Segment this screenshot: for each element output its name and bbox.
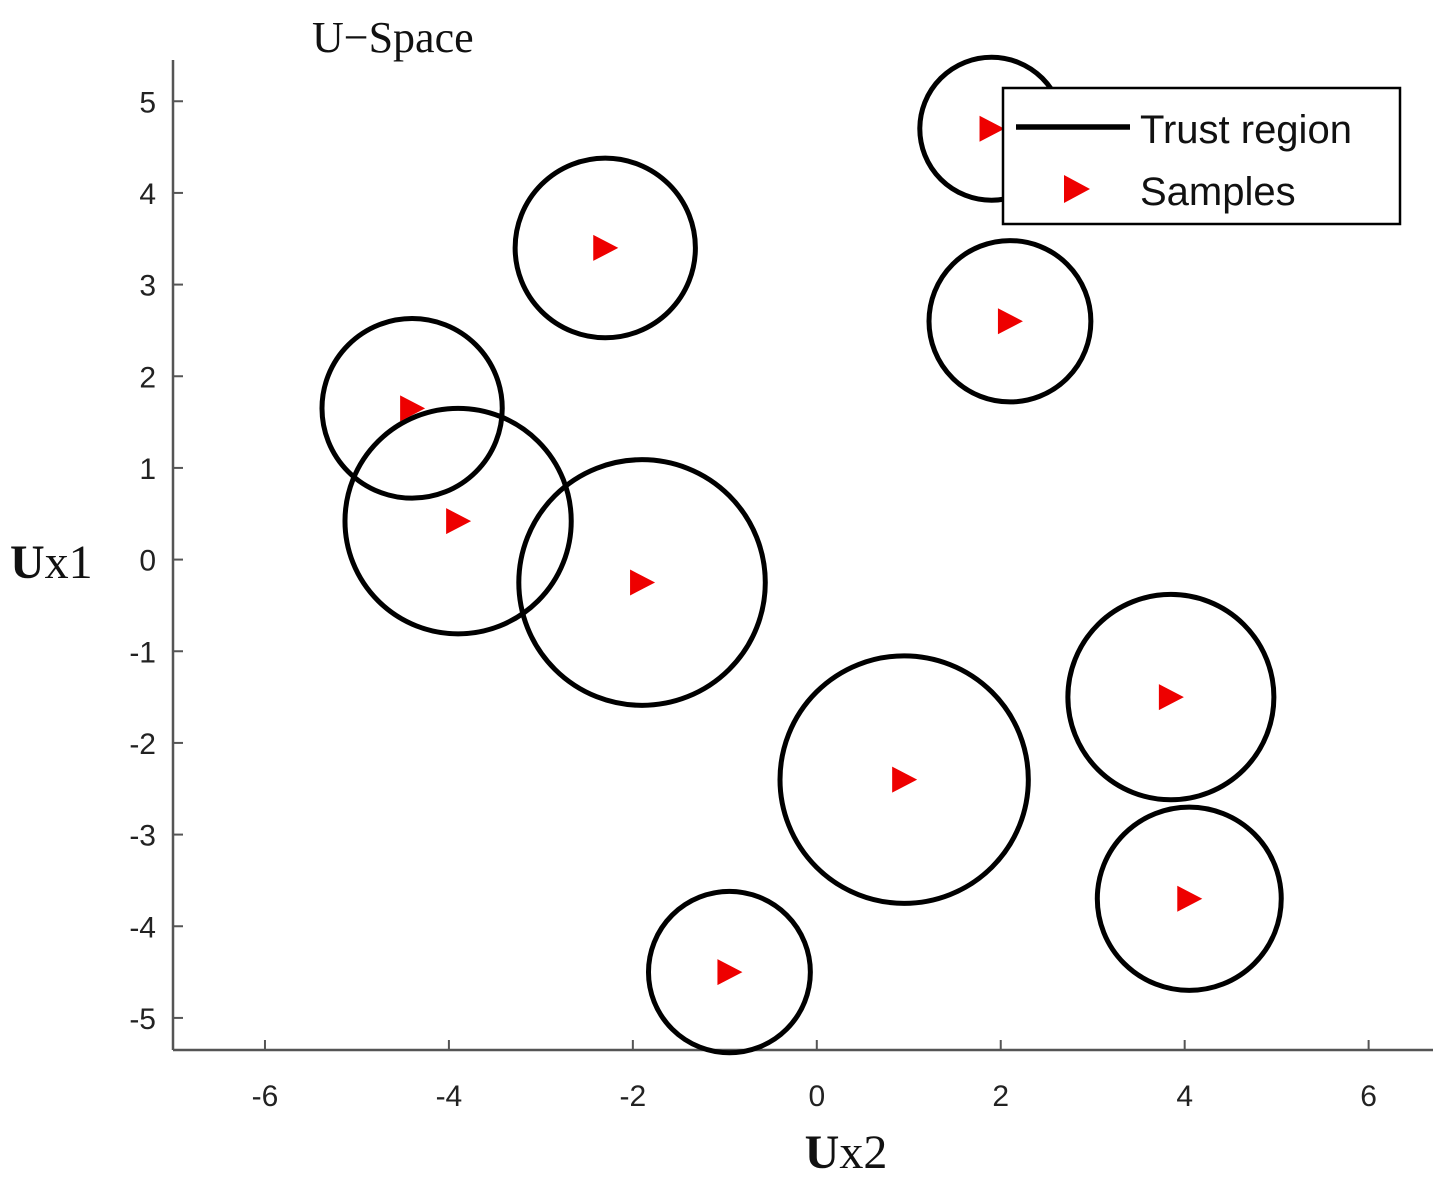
trust-region-circle	[342, 405, 574, 637]
y-tick-label: 0	[139, 545, 156, 578]
trust-region-circle	[1065, 591, 1277, 803]
x-tick-label: 0	[808, 1080, 825, 1113]
sample-marker	[997, 308, 1023, 335]
legend: Trust region Samples	[1001, 86, 1402, 226]
y-tick-label: 4	[139, 178, 156, 211]
y-tick-label: 2	[139, 361, 156, 394]
y-tick-label: 5	[139, 86, 156, 119]
sample-marker	[593, 234, 619, 261]
sample-marker	[717, 959, 743, 986]
x-axis-label: Ux2	[805, 1126, 888, 1179]
trust-region-circle	[1094, 804, 1284, 993]
x-tick-label: -2	[620, 1080, 647, 1113]
x-tick-label: 4	[1176, 1080, 1193, 1113]
y-tick-label: -4	[129, 911, 156, 944]
y-tick-label: -2	[129, 728, 156, 761]
sample-marker	[1177, 885, 1203, 912]
chart-title: U−Space	[312, 13, 474, 62]
trust-region-circle	[926, 238, 1094, 405]
x-tick-label: 2	[992, 1080, 1009, 1113]
y-tick-label: 3	[139, 270, 156, 303]
sample-marker	[400, 395, 426, 422]
y-tick-label: -1	[129, 636, 156, 669]
trust-region-circle	[645, 888, 813, 1056]
sample-marker	[892, 766, 918, 793]
y-tick-label: -5	[129, 1003, 156, 1036]
trust-region-circle	[777, 653, 1031, 906]
y-tick-label: -3	[129, 820, 156, 853]
x-tick-label: 6	[1360, 1080, 1377, 1113]
legend-box	[1001, 86, 1402, 226]
sample-marker	[979, 115, 1005, 142]
trust-region-circle	[512, 155, 698, 341]
legend-samples-swatch	[1064, 175, 1090, 203]
sample-marker	[1158, 684, 1184, 711]
x-tick-label: -6	[252, 1080, 279, 1113]
y-axis-label: Ux1	[10, 536, 93, 589]
legend-trust-region-label: Trust region	[1140, 108, 1352, 152]
sample-marker	[446, 508, 472, 535]
legend-samples-label: Samples	[1140, 170, 1296, 214]
trust-region-circle	[516, 457, 768, 708]
sample-marker	[630, 569, 656, 596]
y-tick-label: 1	[139, 453, 156, 486]
x-tick-label: -4	[436, 1080, 463, 1113]
trust-region-circle	[319, 316, 505, 501]
